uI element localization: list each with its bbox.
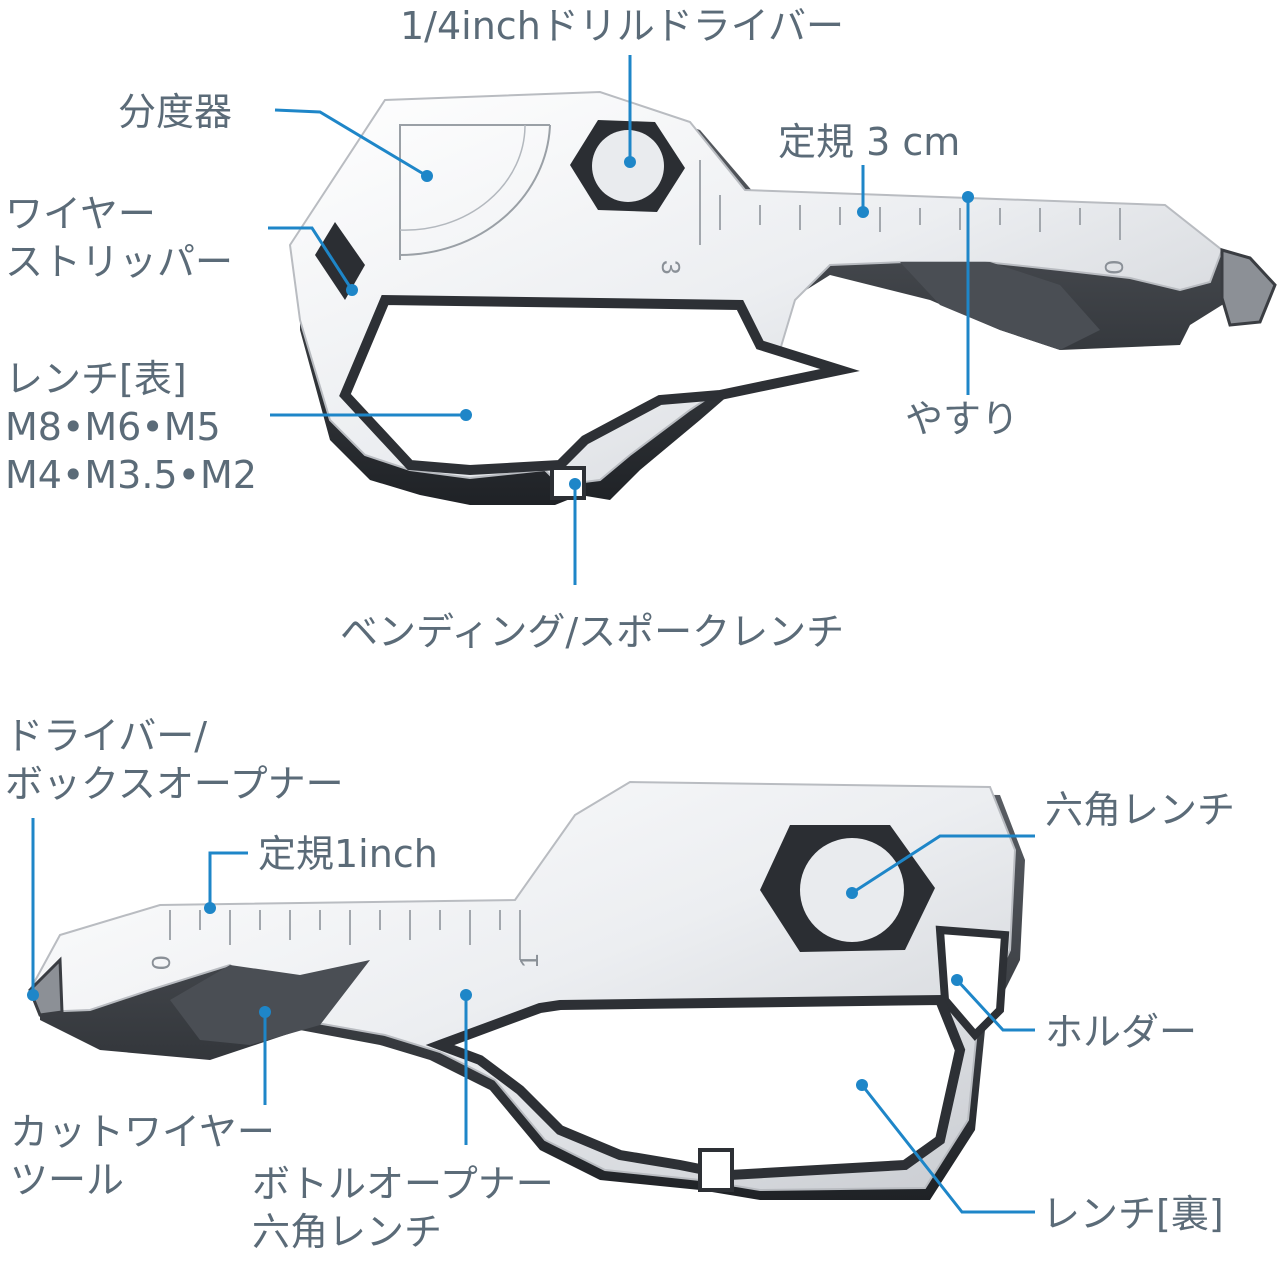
label-wrench-front-line1: レンチ[表] (5, 357, 187, 401)
label-file: やすり (905, 397, 1020, 441)
label-driver-box: ドライバー/ ボックスオープナー (5, 712, 344, 808)
label-bottle-opener: ボトルオープナー 六角レンチ (252, 1160, 554, 1256)
label-drill-driver: 1/4inchドリルドライバー (400, 4, 845, 48)
label-driver-box-line1: ドライバー/ (5, 714, 208, 758)
label-wrench-front: レンチ[表] M8•M6•M5 M4•M3.5•M2 (5, 355, 257, 499)
top-ruler-ticks (699, 160, 1121, 245)
bottom-wrench-opening (425, 994, 966, 1181)
label-driver-box-line2: ボックスオープナー (5, 762, 344, 806)
label-ruler-3cm: 定規 3 cm (778, 120, 961, 164)
top-wrench-opening (339, 294, 860, 476)
bottom-cutwire-jaw (170, 960, 370, 1045)
label-holder: ホルダー (1045, 1010, 1198, 1054)
bottom-ruler-mark-1: 1 (514, 954, 544, 968)
bottom-ruler-mark-0: 0 (146, 956, 176, 970)
leader-ruler-1inch (208, 851, 248, 912)
top-ring-tip (1220, 248, 1277, 327)
top-tool: 3 0 (288, 90, 1277, 505)
label-wrench-front-line2: M8•M6•M5 (5, 405, 221, 449)
top-protractor (399, 124, 551, 260)
bottom-ruler-ticks (169, 910, 521, 960)
leader-dots (27, 156, 974, 1091)
label-ruler-1inch: 定規1inch (258, 832, 438, 876)
leader-hex-wrench (851, 834, 1035, 895)
label-bottle-opener-line2: 六角レンチ (252, 1210, 443, 1254)
top-bending-notch (550, 466, 586, 500)
label-wrench-back: レンチ[裏] (1042, 1192, 1224, 1236)
label-cut-wire-line2: ツール (10, 1158, 125, 1202)
bottom-notch (698, 1148, 734, 1192)
label-wrench-front-line3: M4•M3.5•M2 (5, 453, 257, 497)
leader-lines (31, 55, 1035, 1214)
bottom-tool: 0 1 (28, 780, 1025, 1200)
label-wire-stripper: ワイヤー ストリッパー (5, 190, 233, 286)
top-ruler-mark-3: 3 (656, 260, 686, 274)
bottom-tip (28, 956, 64, 1017)
leader-protractor (274, 108, 428, 178)
bottom-holder-window (935, 925, 1010, 1041)
label-hex-wrench: 六角レンチ (1045, 788, 1236, 832)
leader-wrench-back (860, 1084, 1035, 1214)
top-file-jaw (900, 262, 1100, 350)
top-protractor-arc-inner (399, 124, 526, 231)
leader-wire-stripper (268, 226, 354, 291)
top-stripper-slot (315, 222, 365, 300)
label-bending-wrench: ベンディング/スポークレンチ (340, 610, 845, 654)
label-wire-stripper-line2: ストリッパー (5, 240, 234, 284)
label-cut-wire: カットワイヤー ツール (10, 1108, 275, 1204)
label-protractor: 分度器 (118, 90, 233, 134)
label-bottle-opener-line1: ボトルオープナー (252, 1162, 554, 1206)
label-cut-wire-line1: カットワイヤー (10, 1110, 275, 1154)
leader-holder (955, 978, 1035, 1032)
label-wire-stripper-line1: ワイヤー (5, 192, 156, 236)
top-ruler-mark-0: 0 (1099, 260, 1129, 274)
